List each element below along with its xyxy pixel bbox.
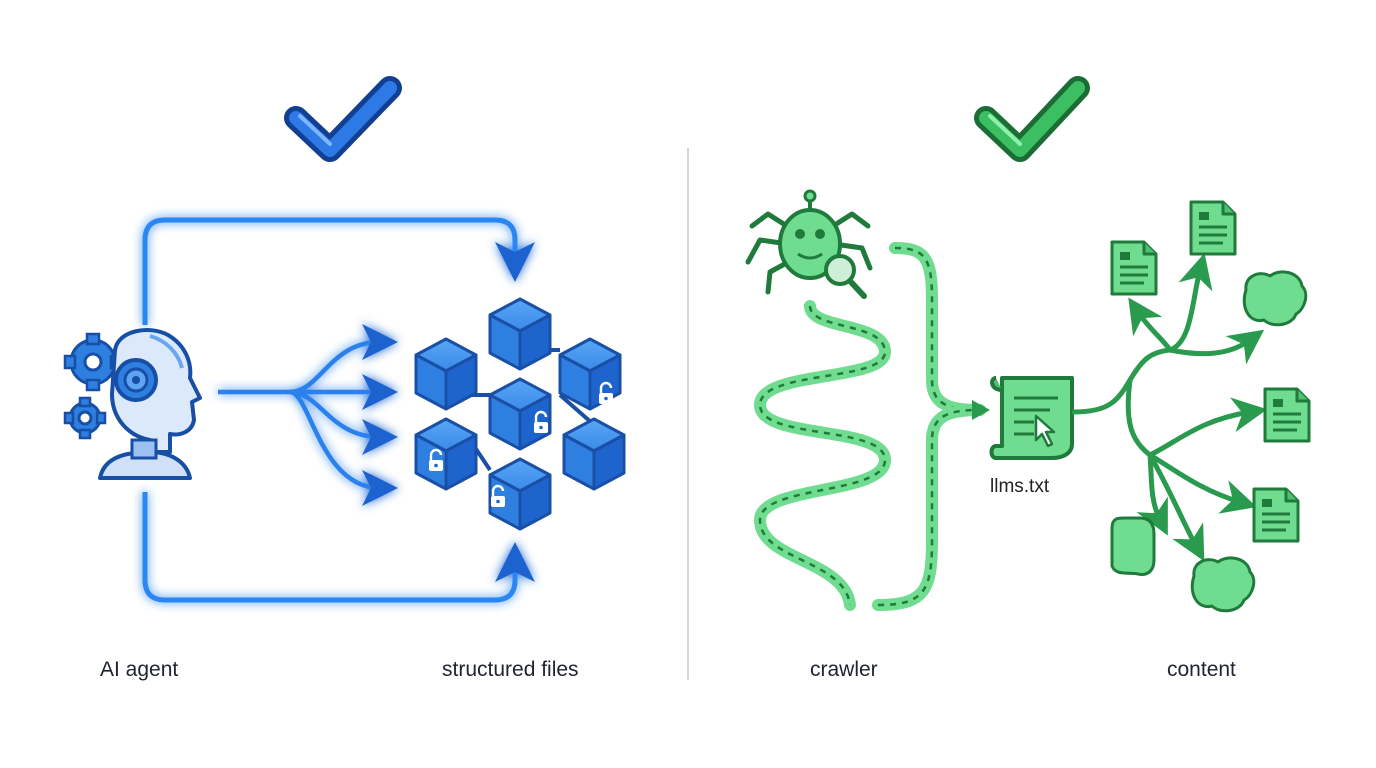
document-scroll-icon [989, 376, 1074, 460]
content-label: content [1167, 658, 1236, 681]
document-icon [1263, 387, 1311, 443]
ai-agent-head-icon [63, 328, 202, 480]
llms-txt-label: llms.txt [990, 476, 1050, 497]
document-icon [1252, 487, 1300, 543]
content-tree [1071, 253, 1268, 562]
fan-out-arrows [218, 324, 398, 506]
blob-icon [1190, 556, 1256, 613]
left-check-icon [284, 76, 402, 162]
magnifier-icon [824, 254, 867, 299]
crawler-path [753, 242, 990, 611]
blob-icon [1242, 270, 1308, 327]
ai-agent-label: AI agent [100, 658, 179, 681]
document-icon [1189, 200, 1237, 256]
cursor-icon [1034, 414, 1056, 448]
right-check-icon [974, 76, 1090, 162]
crawler-label: crawler [810, 658, 878, 681]
document-icon [1110, 240, 1158, 296]
blob-icon [1110, 516, 1156, 576]
agent-loop-arrows [142, 217, 535, 603]
structured-files-label: structured files [442, 658, 579, 681]
cube-cluster-icon [414, 297, 626, 531]
gear-icon [63, 396, 107, 440]
spider-robot-icon [745, 189, 873, 299]
